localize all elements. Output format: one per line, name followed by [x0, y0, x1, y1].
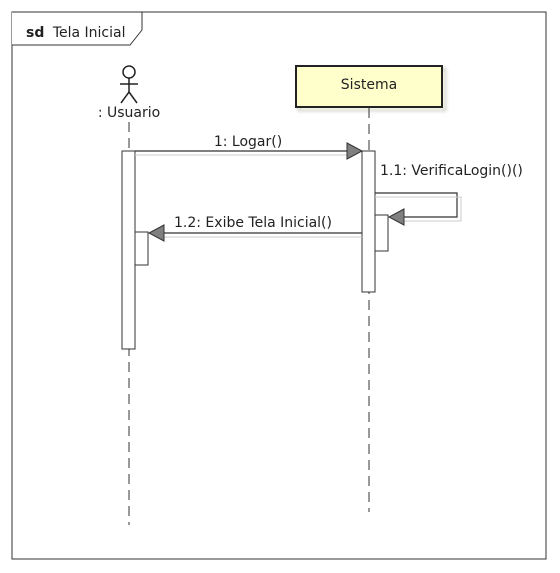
- message-logar-arrowhead: [346, 142, 364, 160]
- activation-usuario-nested: [134, 231, 149, 266]
- message-verificalogin: 1.1: VerificaLogin()(): [375, 163, 523, 226]
- activation-sistema: [361, 150, 376, 293]
- actor-usuario-label: : Usuario: [98, 105, 160, 121]
- frame-keyword: sd: [26, 25, 44, 41]
- actor-stick-figure-icon: [120, 65, 138, 104]
- sistema-label: Sistema: [341, 77, 397, 93]
- actor-usuario: : Usuario: [98, 65, 160, 121]
- frame-title: Tela Inicial: [52, 25, 126, 41]
- activation-usuario: [121, 150, 136, 350]
- message-exibe-label: 1.2: Exibe Tela Inicial(): [174, 215, 332, 231]
- message-verificalogin-label: 1.1: VerificaLogin()(): [380, 163, 523, 179]
- diagram-frame: sd Tela Inicial: [11, 11, 547, 560]
- lifeline-head-sistema: Sistema: [295, 65, 443, 108]
- message-verificalogin-arrowhead: [387, 208, 405, 226]
- message-exibe-arrowhead: [147, 224, 165, 242]
- message-logar: 1: Logar(): [135, 134, 364, 160]
- message-exibe-tela-inicial: 1.2: Exibe Tela Inicial(): [147, 215, 362, 242]
- frame-title-tab: [12, 11, 143, 46]
- activation-sistema-nested: [374, 214, 389, 252]
- svg-text:sd Tela Inicial: sd Tela Inicial: [26, 25, 125, 41]
- message-logar-label: 1: Logar(): [214, 134, 282, 150]
